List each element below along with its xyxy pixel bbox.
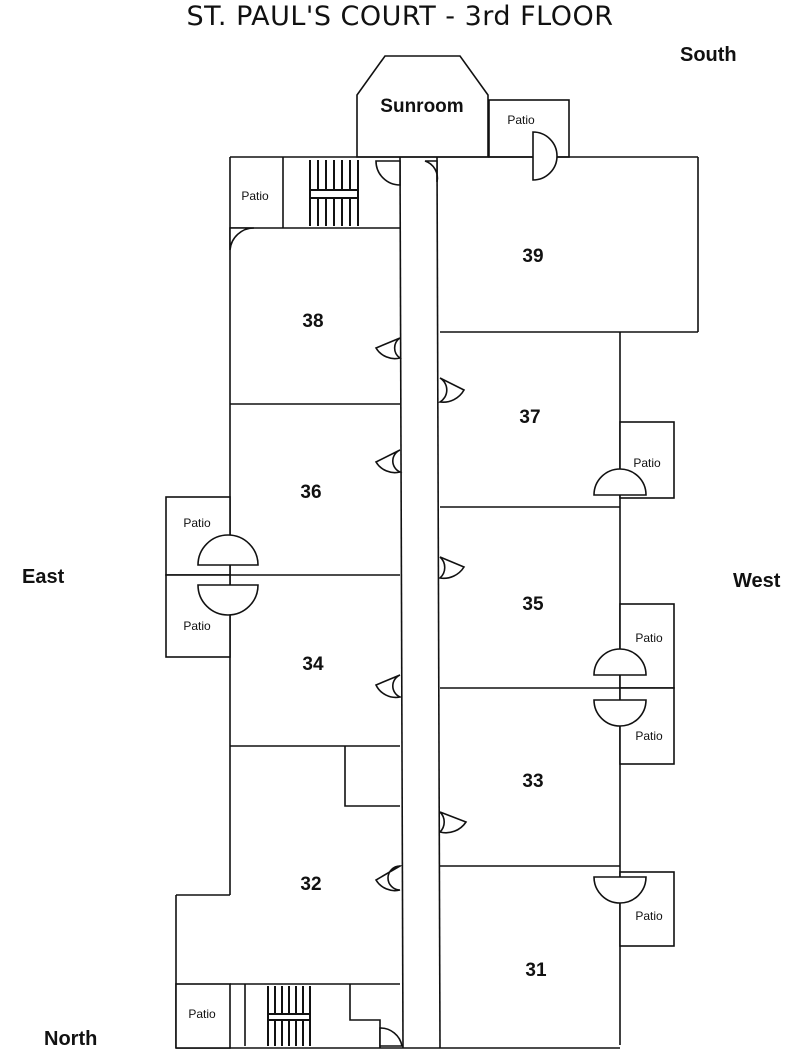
unit-34[interactable]: 34 <box>230 654 400 747</box>
unit-33[interactable]: 33 <box>440 771 620 867</box>
unit-35[interactable]: 35 <box>440 594 620 689</box>
corridor <box>399 156 441 1049</box>
unit-number: 38 <box>302 311 323 332</box>
unit-number: 32 <box>300 874 321 895</box>
door <box>379 1027 403 1047</box>
door <box>437 377 466 403</box>
unit-number: 35 <box>522 594 544 615</box>
unit-number: 31 <box>525 960 547 981</box>
door <box>374 674 403 699</box>
sunroom-label: Sunroom <box>380 96 463 117</box>
patio-label: Patio <box>183 619 211 633</box>
door <box>374 449 403 474</box>
door <box>593 876 647 904</box>
patio-label: Patio <box>635 729 663 743</box>
patio-label: Patio <box>635 631 663 645</box>
patio-north[interactable]: Patio <box>175 983 231 1049</box>
patio-label: Patio <box>188 1007 216 1021</box>
unit-36[interactable]: 36 <box>230 482 400 576</box>
unit-number: 37 <box>519 407 540 428</box>
patio-south[interactable]: Patio <box>488 99 570 158</box>
patio-label: Patio <box>633 456 661 470</box>
unit-number: 33 <box>522 771 543 792</box>
compass-south-label: South <box>680 44 737 66</box>
doors <box>197 131 647 1047</box>
door <box>593 468 647 496</box>
patio-label: Patio <box>183 516 211 530</box>
patio-top-left[interactable]: Patio <box>230 157 400 229</box>
door <box>593 648 647 676</box>
patio-label: Patio <box>635 909 663 923</box>
door <box>532 131 558 181</box>
door <box>593 699 647 727</box>
patio-label: Patio <box>241 189 269 203</box>
door <box>438 811 468 834</box>
door <box>424 160 439 183</box>
door <box>374 865 403 892</box>
unit-38[interactable]: 38 <box>230 311 400 405</box>
door <box>197 584 259 616</box>
unit-number: 36 <box>300 482 321 503</box>
door <box>375 160 401 186</box>
unit-number: 39 <box>522 246 543 267</box>
sunroom[interactable]: Sunroom <box>356 55 489 158</box>
door <box>197 534 259 566</box>
stairs-north <box>230 983 400 1048</box>
door <box>229 227 255 251</box>
unit-37[interactable]: 37 <box>440 407 620 508</box>
page-title: ST. PAUL'S COURT - 3rd FLOOR <box>186 1 614 32</box>
compass-west-label: West <box>733 570 781 592</box>
unit-39[interactable]: 39 <box>440 246 620 333</box>
door <box>438 556 466 580</box>
compass-north-label: North <box>44 1028 98 1050</box>
door <box>374 337 402 360</box>
compass-east-label: East <box>22 566 65 588</box>
stairs-south <box>309 160 359 226</box>
unit-number: 34 <box>302 654 324 675</box>
patio-label: Patio <box>507 113 535 127</box>
unit-31[interactable]: 31 <box>525 960 547 981</box>
unit-32[interactable]: 32 <box>300 746 400 895</box>
